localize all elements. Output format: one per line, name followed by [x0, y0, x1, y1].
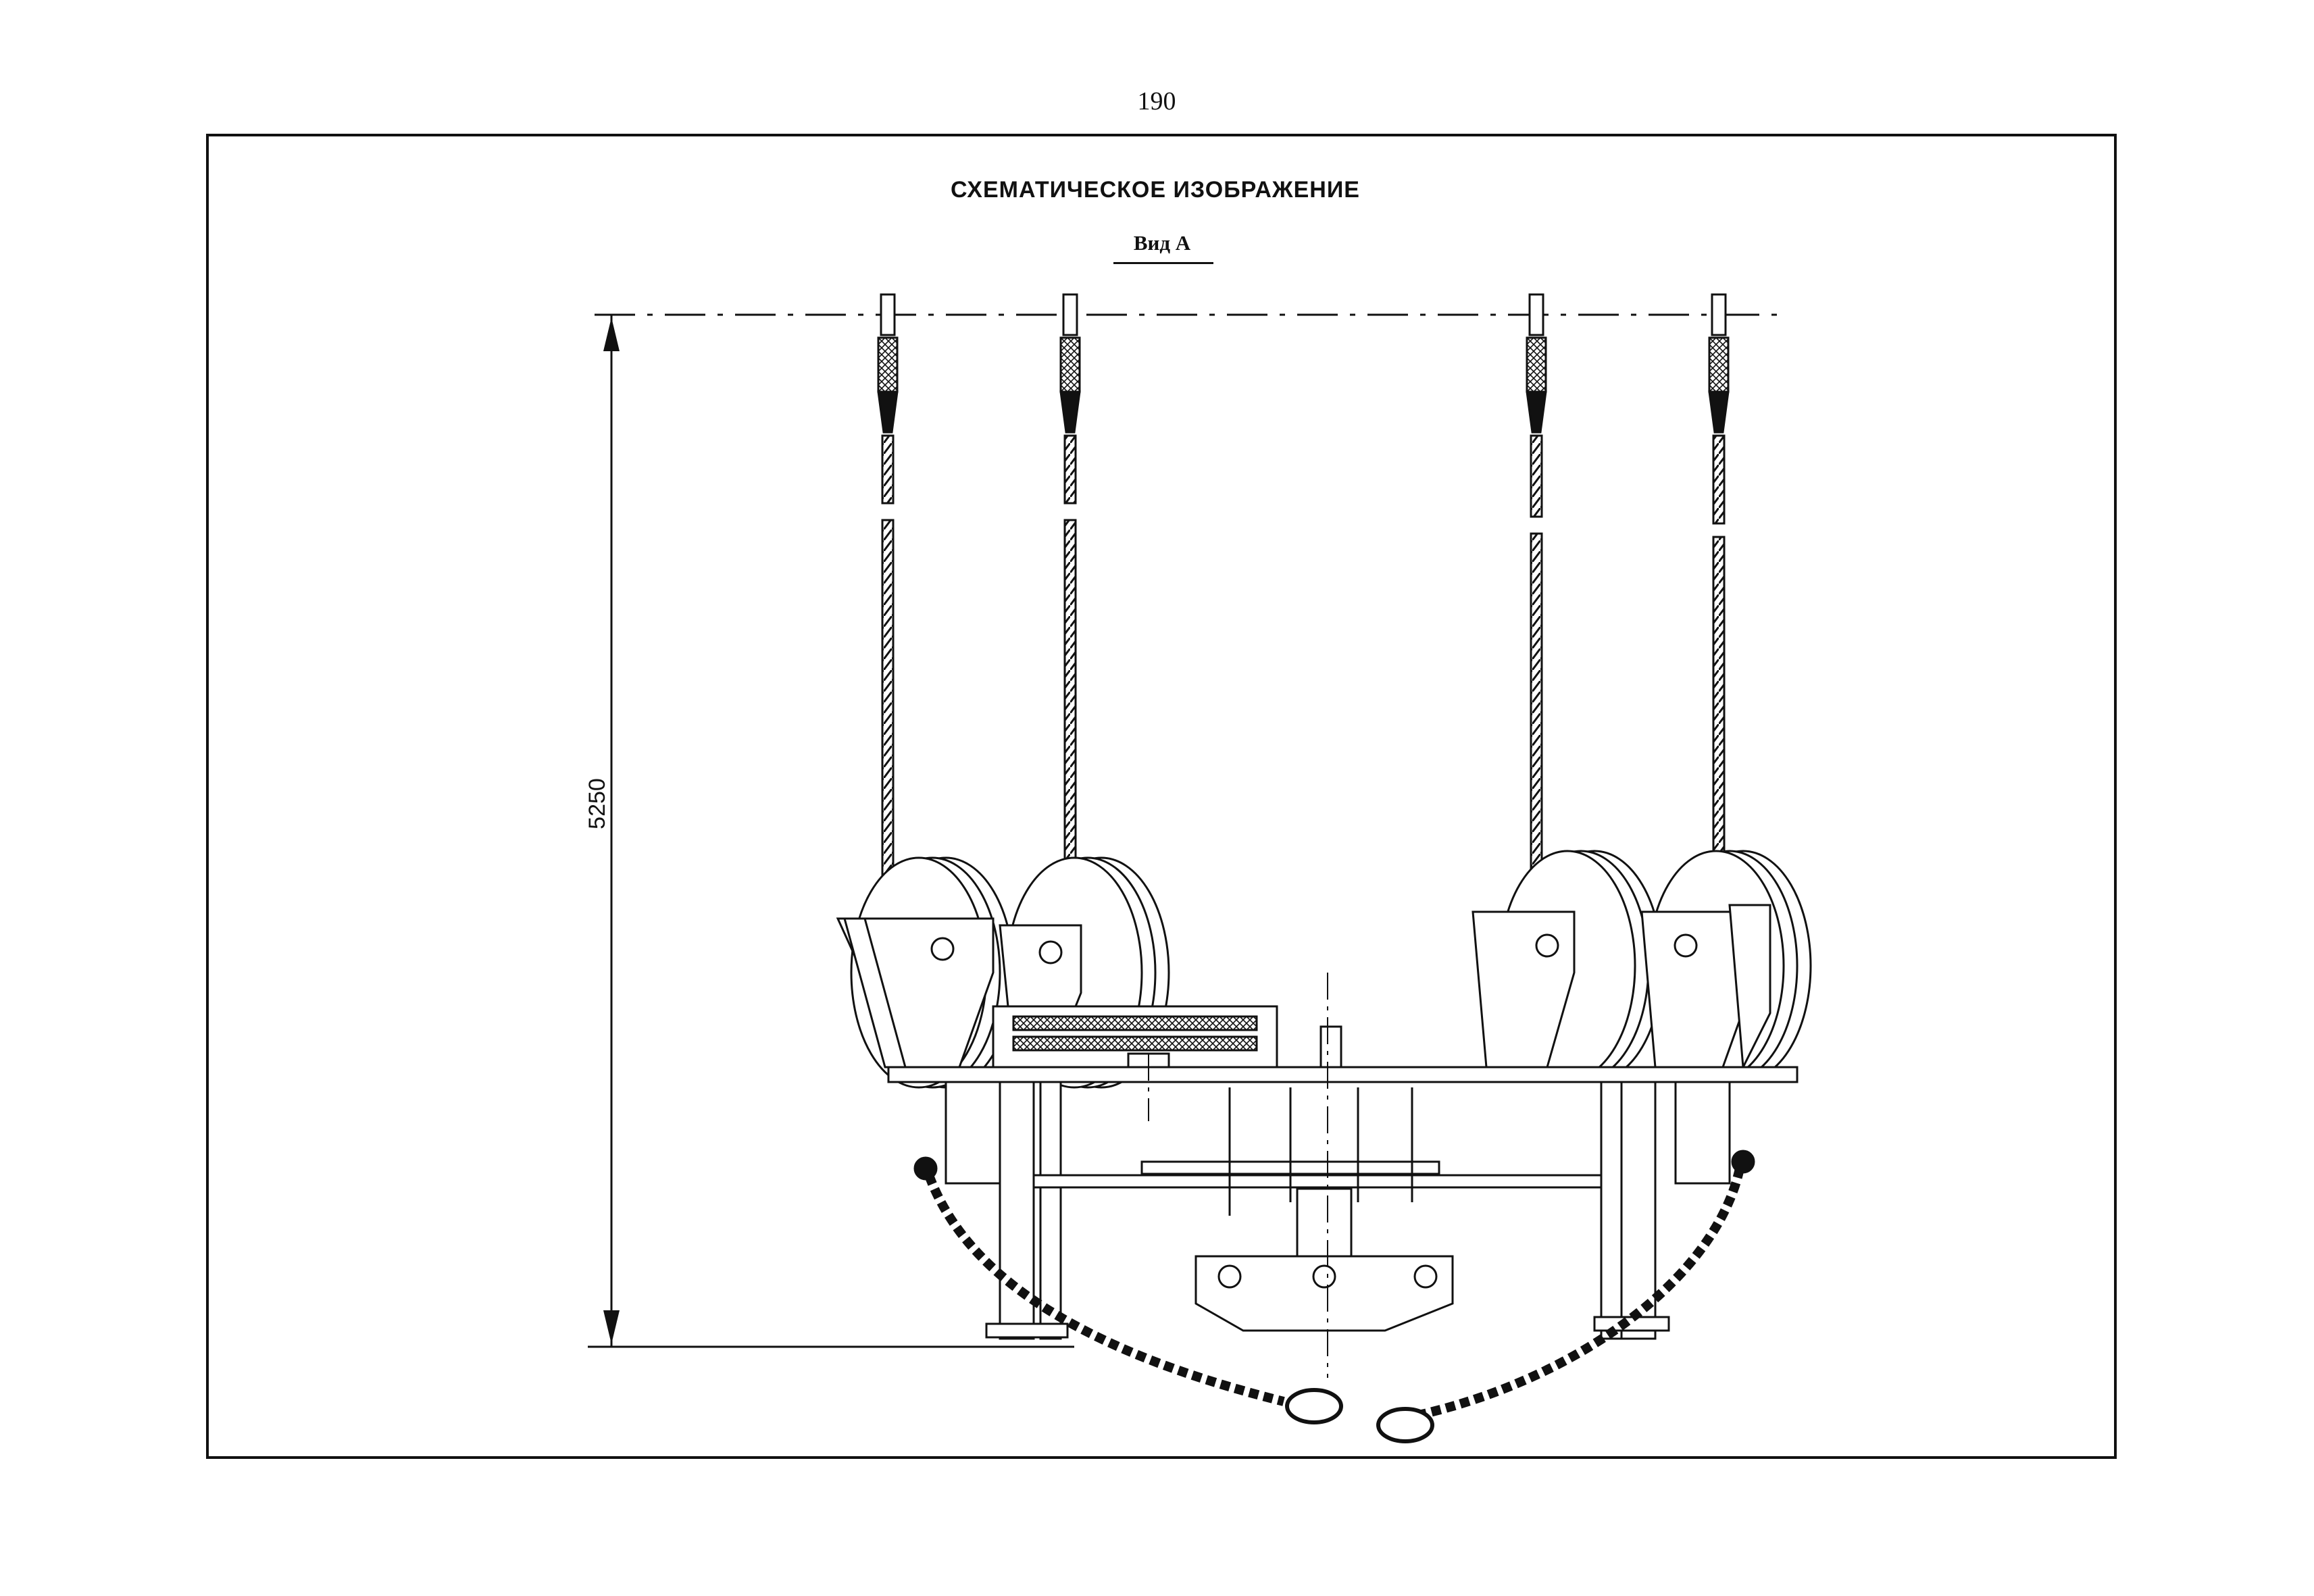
center-bolts: [1228, 1087, 1413, 1216]
page-number: 190: [1137, 87, 1176, 115]
view-label: Вид А: [1133, 231, 1191, 255]
sling-1: [877, 293, 899, 927]
view-label-underline: [1113, 262, 1213, 264]
bottom-sling-right: [1376, 1167, 1744, 1443]
dimension-label: 5250: [584, 778, 610, 829]
sling-4: [1708, 293, 1730, 883]
main-platform: [887, 1066, 1799, 1083]
sling-2: [1059, 293, 1081, 900]
bottom-sling-left: [924, 1173, 1343, 1424]
center-axis-lines: [1148, 973, 1328, 1378]
height-dimension: 5250: [584, 315, 620, 1347]
drawing-frame: [206, 134, 2117, 1459]
drawing-title: СХЕМАТИЧЕСКОЕ ИЗОБРАЖЕНИЕ: [951, 177, 1360, 203]
bracket-right-inner: [1472, 910, 1576, 1069]
transmission-block: [992, 1005, 1342, 1075]
sling-shackles: [913, 1150, 1755, 1181]
sling-3: [1526, 293, 1547, 906]
support-frame: [945, 1081, 1731, 1340]
lifting-lug-plate: [1194, 1187, 1454, 1332]
bracket-right: [1640, 904, 1771, 1071]
